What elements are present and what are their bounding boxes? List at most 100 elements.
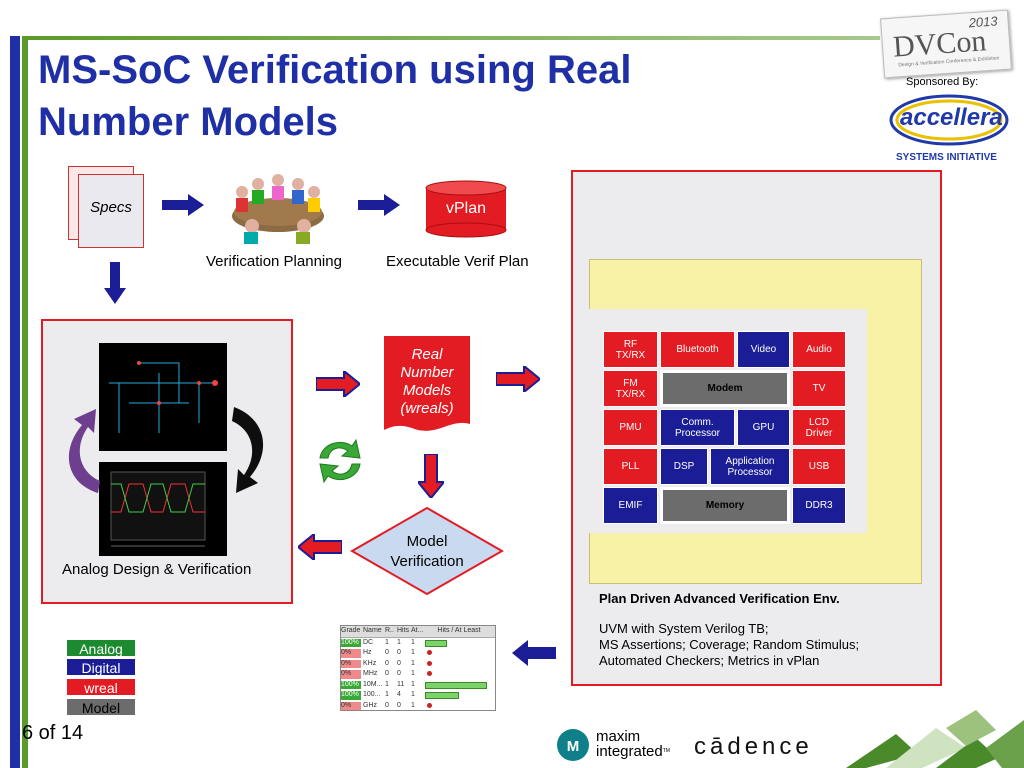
coverage-hit-bar: [425, 638, 493, 649]
slide-title-line1: MS-SoC Verification using Real: [38, 48, 632, 92]
left-accent-bar-blue: [10, 36, 20, 768]
coverage-miss-dot: [427, 702, 432, 708]
coverage-miss-dot: [427, 660, 432, 666]
coverage-miss-dot: [427, 671, 432, 676]
slide-title-line2: Number Models: [38, 100, 339, 144]
coverage-hits: 0: [397, 670, 401, 677]
env-line-3: Automated Checkers; Metrics in vPlan: [599, 653, 820, 668]
cadence-logo: cādence: [694, 733, 813, 760]
block-fm-line2: TX/RX: [615, 388, 646, 400]
coverage-miss-dot: [427, 650, 432, 655]
arrow-left-coverage-to-analog: [512, 640, 556, 671]
specs-document: Specs: [78, 174, 144, 248]
env-description: UVM with System Verilog TB; MS Assertion…: [599, 621, 859, 669]
coverage-row: 0%MHz 0 0 1: [341, 669, 495, 680]
cov-header-name: Name: [363, 627, 382, 634]
block-lcd-line1: LCD: [808, 416, 829, 428]
coverage-name: KHz: [363, 659, 377, 667]
slide-title: MS-SoC Verification using Real Number Mo…: [38, 44, 818, 148]
systems-initiative-label: SYSTEMS INITIATIVE: [896, 152, 997, 163]
cov-header-r: R..: [385, 627, 394, 634]
coverage-grade: 0%: [341, 670, 361, 679]
env-line-1: UVM with System Verilog TB;: [599, 621, 769, 636]
arrow-down-wreal-to-verification: [415, 453, 447, 503]
block-tv: TV: [792, 370, 846, 407]
mv-line-1: Model: [406, 533, 448, 550]
coverage-hits: 4: [397, 691, 401, 698]
left-accent-bar-green: [22, 36, 28, 768]
coverage-hit-fill: [425, 681, 487, 689]
coverage-at: 1: [411, 670, 415, 677]
env-line-2: MS Assertions; Coverage; Random Stimulus…: [599, 637, 860, 652]
cov-header-hits: Hits: [397, 627, 410, 634]
block-lcd-line2: Driver: [805, 427, 833, 439]
coverage-hits: 0: [397, 701, 401, 709]
legend-digital: Digital: [66, 658, 136, 676]
block-bluetooth: Bluetooth: [660, 331, 735, 368]
dvcon-logo: 2013 DVCon Design & Verification Confere…: [880, 9, 1012, 79]
model-verification-diamond: Model Verification: [349, 506, 505, 596]
coverage-at: 1: [411, 691, 415, 698]
arrow-right-analog-to-wreal: [315, 368, 362, 402]
executable-verif-plan-label: Executable Verif Plan: [386, 253, 529, 270]
accellera-text: accellera: [900, 104, 1003, 131]
block-fm-line1: FM: [623, 377, 638, 389]
coverage-hit-fill: [425, 692, 459, 699]
coverage-hit-bar: [425, 680, 493, 691]
rnm-line-1: Real: [411, 346, 443, 363]
coverage-r: 1: [385, 638, 389, 646]
coverage-at: 1: [411, 649, 415, 656]
block-video: Video: [737, 331, 790, 368]
coverage-name: MHz: [363, 670, 378, 677]
coverage-r: 0: [385, 670, 389, 677]
maxim-logo-text: maxim integrated TM: [596, 729, 670, 759]
coverage-grade: 0%: [341, 649, 361, 658]
block-app-line2: Processor: [727, 466, 773, 478]
block-pmu: PMU: [603, 409, 658, 446]
block-gpu: GPU: [737, 409, 790, 446]
block-app-line1: Application: [725, 455, 775, 467]
block-comm-processor: Comm.Processor: [660, 409, 735, 446]
coverage-name: GHz: [363, 701, 377, 709]
cycle-arrow-left-icon: [58, 405, 102, 500]
coverage-name: Hz: [363, 649, 372, 656]
coverage-table: Grade Name R.. Hits At... Hits / At Leas…: [340, 625, 496, 711]
coverage-hits: 0: [397, 649, 401, 656]
block-rf-line1: RF: [623, 338, 638, 350]
env-title: Plan Driven Advanced Verification Env.: [599, 591, 840, 606]
maxim-line-1: maxim: [596, 728, 641, 745]
rnm-line-4: (wreals): [400, 400, 454, 417]
coverage-hits: 0: [397, 659, 401, 667]
vplan-label: vPlan: [445, 200, 487, 217]
block-rf-line2: TX/RX: [615, 349, 646, 361]
cov-header-at: At...: [411, 627, 424, 634]
block-dsp: DSP: [660, 448, 708, 485]
block-audio: Audio: [792, 331, 846, 368]
coverage-hits: 11: [397, 680, 405, 688]
arrow-down-specs-to-analog: [104, 262, 126, 309]
coverage-at: 1: [411, 680, 415, 688]
coverage-hit-bar: [425, 659, 493, 670]
svg-text:M: M: [567, 738, 580, 755]
analog-design-caption: Analog Design & Verification: [62, 561, 252, 578]
block-usb: USB: [792, 448, 846, 485]
coverage-hit-bar: [425, 648, 493, 659]
rnm-line-2: Number: [400, 364, 454, 381]
block-memory: Memory: [660, 487, 790, 524]
page-number: 6 of 14: [22, 722, 84, 744]
coverage-at: 1: [411, 659, 415, 667]
refresh-cycle-icon: [314, 436, 366, 491]
coverage-at: 1: [411, 638, 415, 646]
coverage-r: 0: [385, 659, 389, 667]
accellera-logo: accellera: [888, 94, 1010, 146]
verification-planning-label: Verification Planning: [206, 253, 342, 270]
legend-analog: Analog: [66, 639, 136, 657]
arrow-right-wreal-to-soc: [495, 363, 542, 397]
coverage-name: DC: [363, 638, 374, 646]
